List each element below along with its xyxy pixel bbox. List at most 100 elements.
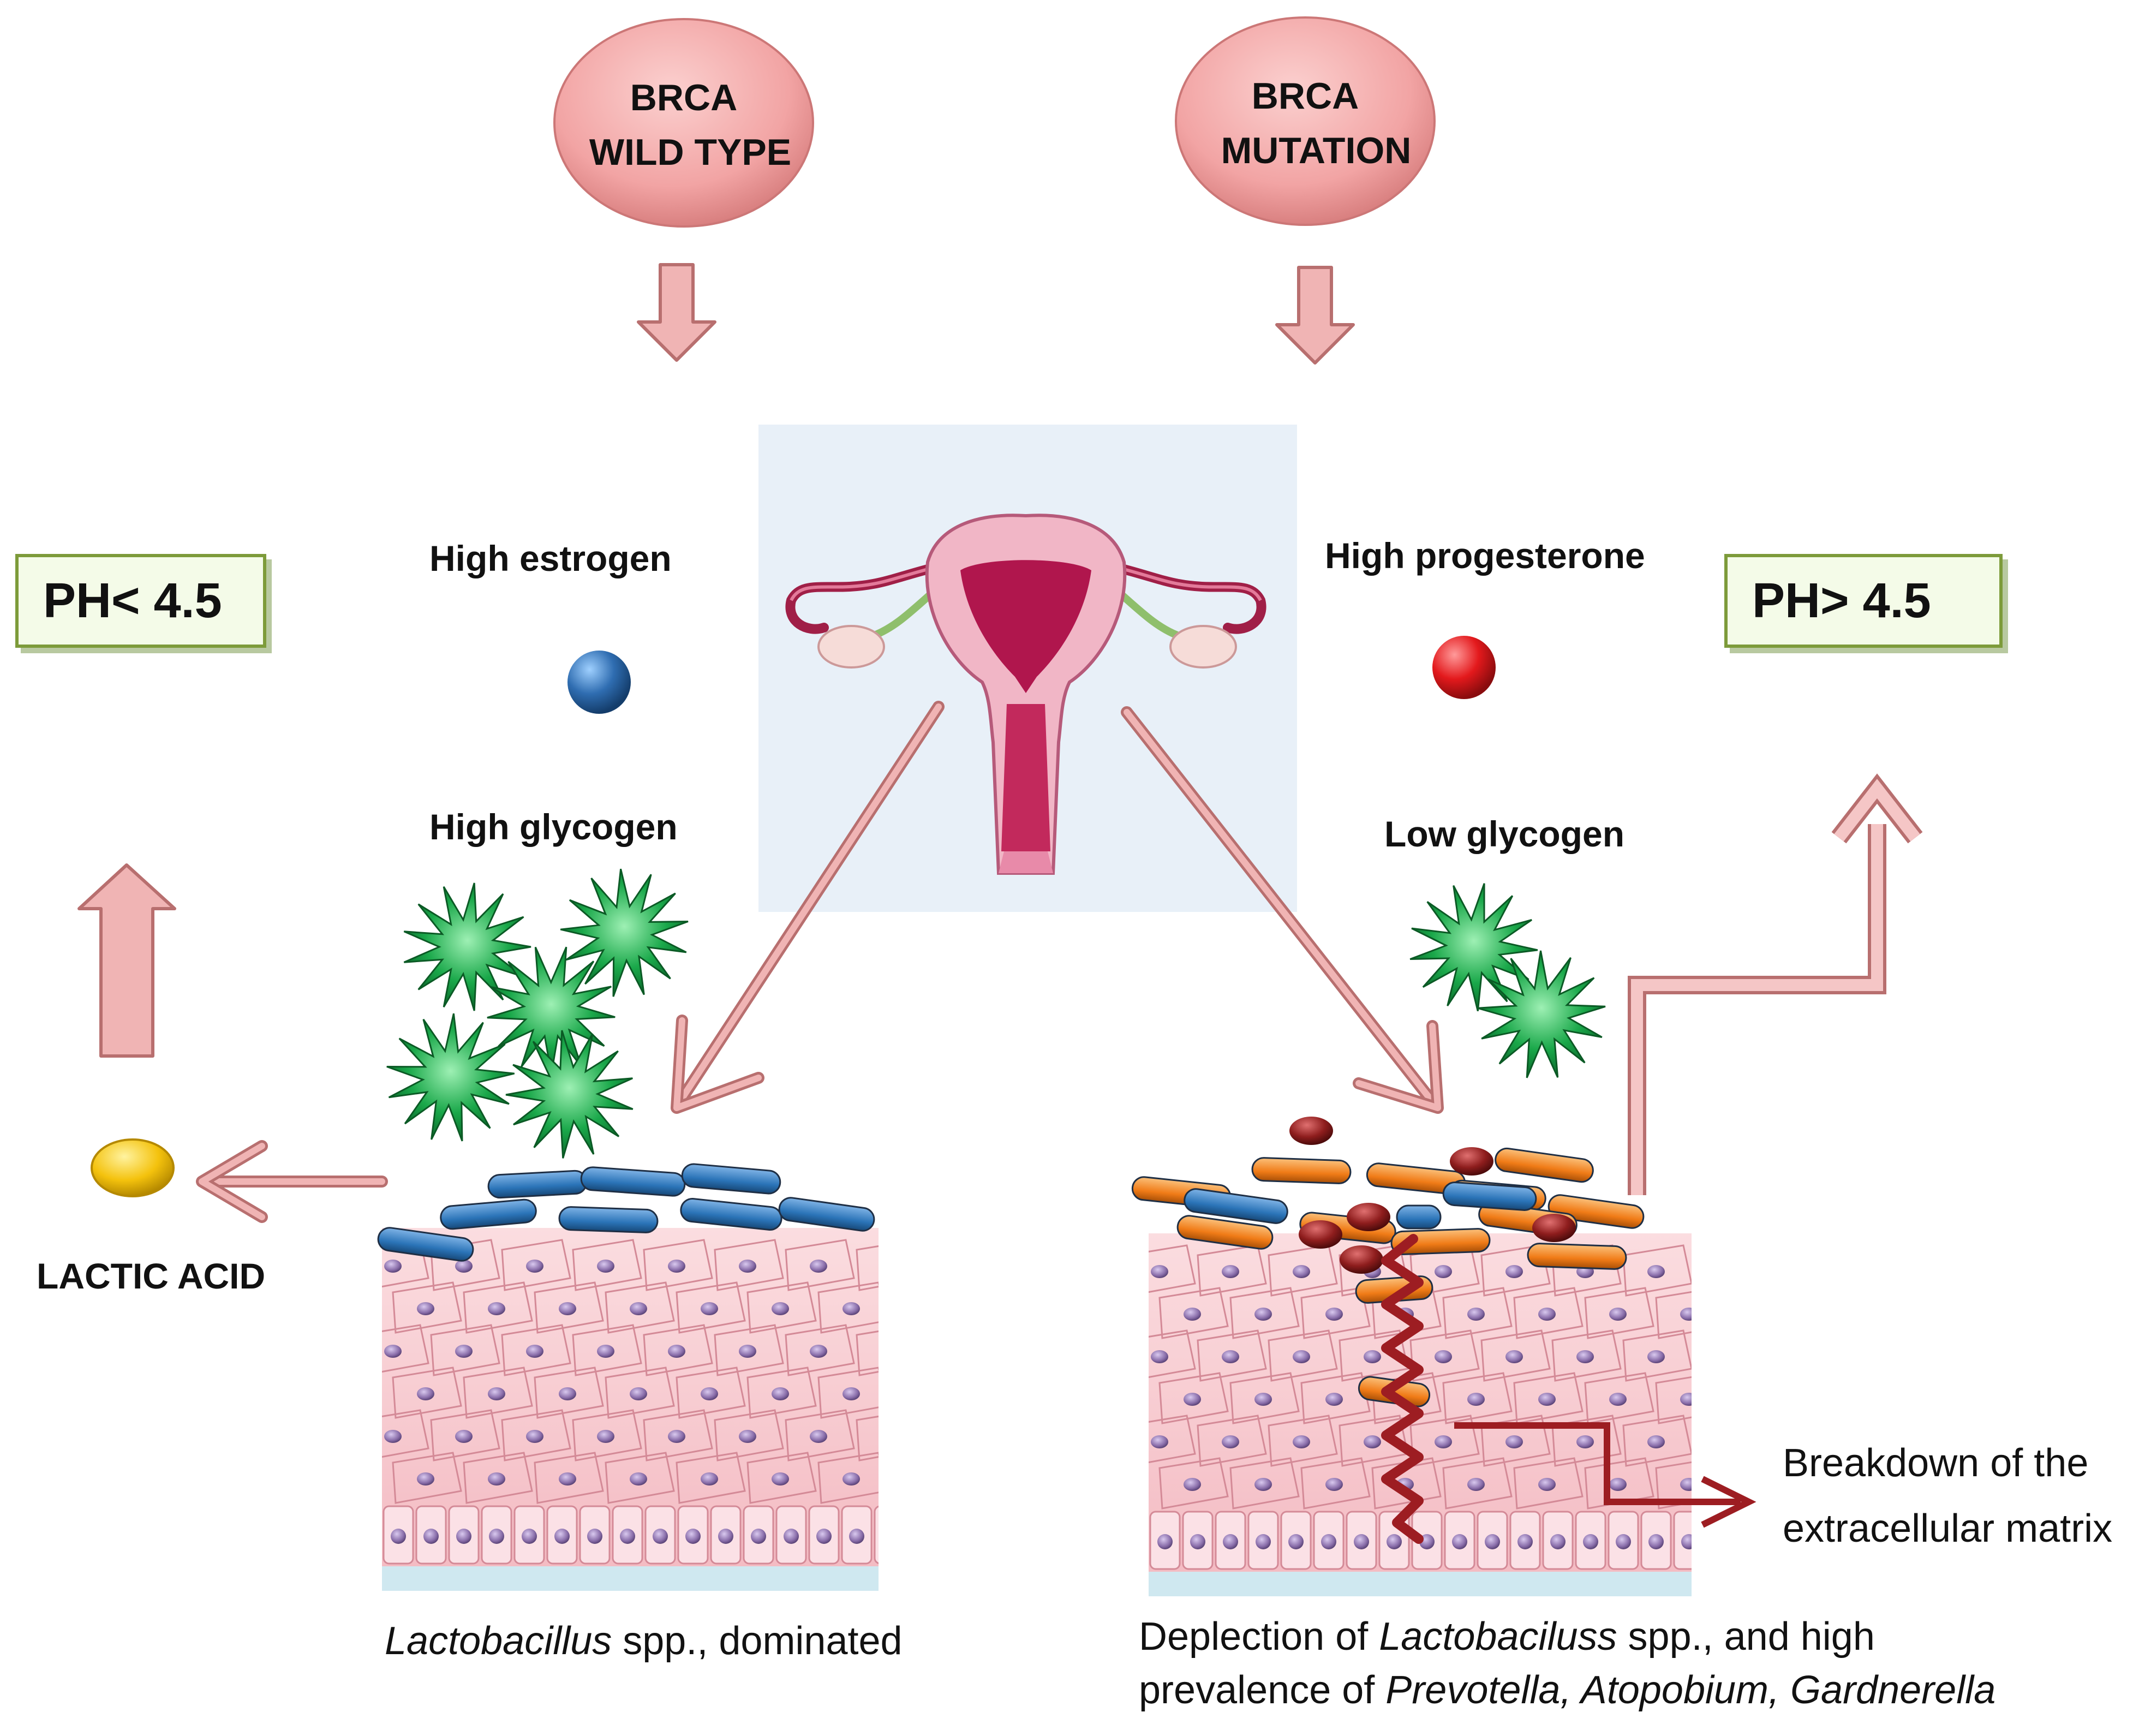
cell-nucleus [701, 1302, 718, 1315]
cell-nucleus [881, 1345, 898, 1358]
tissue-cell [1158, 1457, 1229, 1510]
cell-nucleus [1538, 1393, 1556, 1406]
cell-nucleus [526, 1345, 543, 1358]
cell-nucleus [1718, 1435, 1736, 1448]
cell-nucleus [1648, 1534, 1664, 1549]
tissue-cell [817, 1452, 879, 1504]
tissue-cell [1442, 1457, 1513, 1510]
node-left-line1: BRCA [630, 77, 738, 118]
cell-nucleus [1505, 1265, 1523, 1278]
cell-nucleus [1550, 1534, 1566, 1549]
cell-nucleus [1293, 1265, 1310, 1278]
tissue-cell [1197, 1415, 1267, 1467]
hormone-left-label: High estrogen [429, 538, 672, 578]
cell-nucleus [1184, 1308, 1201, 1321]
cell-nucleus [843, 1472, 860, 1486]
cell-nucleus [1505, 1435, 1523, 1448]
glycogen-left-label: High glycogen [429, 807, 678, 847]
cell-nucleus [1718, 1265, 1736, 1278]
tissue-cell [1551, 1415, 1622, 1467]
caption-right-italic-a: Lactobaciluss [1379, 1615, 1617, 1659]
glycogen-star [386, 1013, 515, 1142]
node-left-line2: WILD TYPE [589, 132, 792, 173]
cell-nucleus [701, 1472, 718, 1486]
tissue-cell [1229, 1372, 1300, 1424]
cell-nucleus [1222, 1265, 1239, 1278]
tissue-right [1149, 1233, 1762, 1596]
pathogen-rod [1176, 1215, 1274, 1250]
cell-nucleus [881, 1260, 898, 1273]
lactobacillus-rod [487, 1170, 588, 1199]
tissue-cell [1584, 1457, 1654, 1510]
lactobacillus-rod [681, 1163, 781, 1195]
cell-nucleus [1616, 1534, 1631, 1549]
tissue-cell [392, 1367, 462, 1419]
tissue-cell [501, 1409, 571, 1461]
cell-nucleus [1505, 1350, 1523, 1363]
glycogen-right-label: Low glycogen [1384, 814, 1625, 854]
tissue-cell [1229, 1457, 1300, 1510]
lactobacillus-rod [440, 1198, 537, 1230]
tissue-cell [1480, 1244, 1551, 1297]
cell-nucleus [1467, 1308, 1485, 1321]
cell-nucleus [1467, 1478, 1485, 1491]
node-brca-mutation [1175, 16, 1436, 226]
tissue-cell [534, 1452, 604, 1504]
cell-nucleus [816, 1529, 832, 1544]
cell-nucleus [1325, 1308, 1343, 1321]
residual-lactobacillus-rod [1396, 1204, 1442, 1230]
cell-nucleus [455, 1345, 473, 1358]
lactobacillus-rod [778, 1197, 875, 1232]
cell-nucleus [751, 1529, 766, 1544]
caption-right: Deplection of Lactobaciluss spp., and hi… [1139, 1610, 1995, 1717]
tissue-cell [1300, 1457, 1371, 1510]
node-right-line2: MUTATION [1221, 130, 1412, 171]
residual-lactobacillus-rod [1442, 1182, 1537, 1211]
cell-nucleus [1647, 1265, 1665, 1278]
tissue-cell [1513, 1372, 1584, 1424]
caption-right-text-a: Deplection of [1139, 1615, 1379, 1659]
cell-nucleus [913, 1302, 931, 1315]
tissue-cell [463, 1281, 533, 1334]
tissue-cell [785, 1324, 855, 1376]
tissue-left [382, 1228, 958, 1591]
lactobacillus-layer [377, 1163, 875, 1262]
tissue-cell [1158, 1372, 1229, 1424]
cell-nucleus [559, 1302, 576, 1315]
tissue-cell [1149, 1415, 1196, 1464]
tissue-cell [1694, 1416, 1762, 1466]
cell-nucleus [1576, 1435, 1594, 1448]
hormone-right-label: High progesterone [1325, 535, 1645, 576]
tissue-cell [382, 1324, 429, 1373]
cell-nucleus [1583, 1534, 1598, 1549]
tissue-cell [572, 1409, 642, 1461]
lactobacillus-rod [680, 1198, 782, 1231]
pathogen-rod [1495, 1147, 1594, 1183]
cell-nucleus [668, 1430, 685, 1443]
coccus [1289, 1117, 1333, 1145]
lactobacillus-rod [580, 1166, 686, 1197]
caption-left-italic: Lactobacillus [385, 1619, 612, 1663]
cell-nucleus [559, 1472, 576, 1486]
coccus [1347, 1203, 1390, 1231]
cell-nucleus [597, 1345, 614, 1358]
tissue-cell [1622, 1244, 1692, 1297]
cell-nucleus [1190, 1534, 1205, 1549]
cell-nucleus [1718, 1350, 1736, 1363]
cell-nucleus [913, 1472, 931, 1486]
cell-nucleus [1223, 1534, 1238, 1549]
cell-nucleus [1609, 1308, 1627, 1321]
cell-nucleus [488, 1302, 505, 1315]
down-arrow-right [1275, 266, 1355, 365]
cell-nucleus [455, 1430, 473, 1443]
tissue-cell [889, 1282, 958, 1333]
cell-nucleus [1647, 1350, 1665, 1363]
caption-right-text-b: spp., and high [1617, 1615, 1875, 1659]
tissue-cell [785, 1409, 855, 1461]
lactobacillus-rod [558, 1206, 659, 1233]
cell-nucleus [1364, 1350, 1381, 1363]
cell-nucleus [739, 1345, 756, 1358]
tissue-cell [746, 1452, 817, 1504]
cell-nucleus [455, 1260, 473, 1273]
